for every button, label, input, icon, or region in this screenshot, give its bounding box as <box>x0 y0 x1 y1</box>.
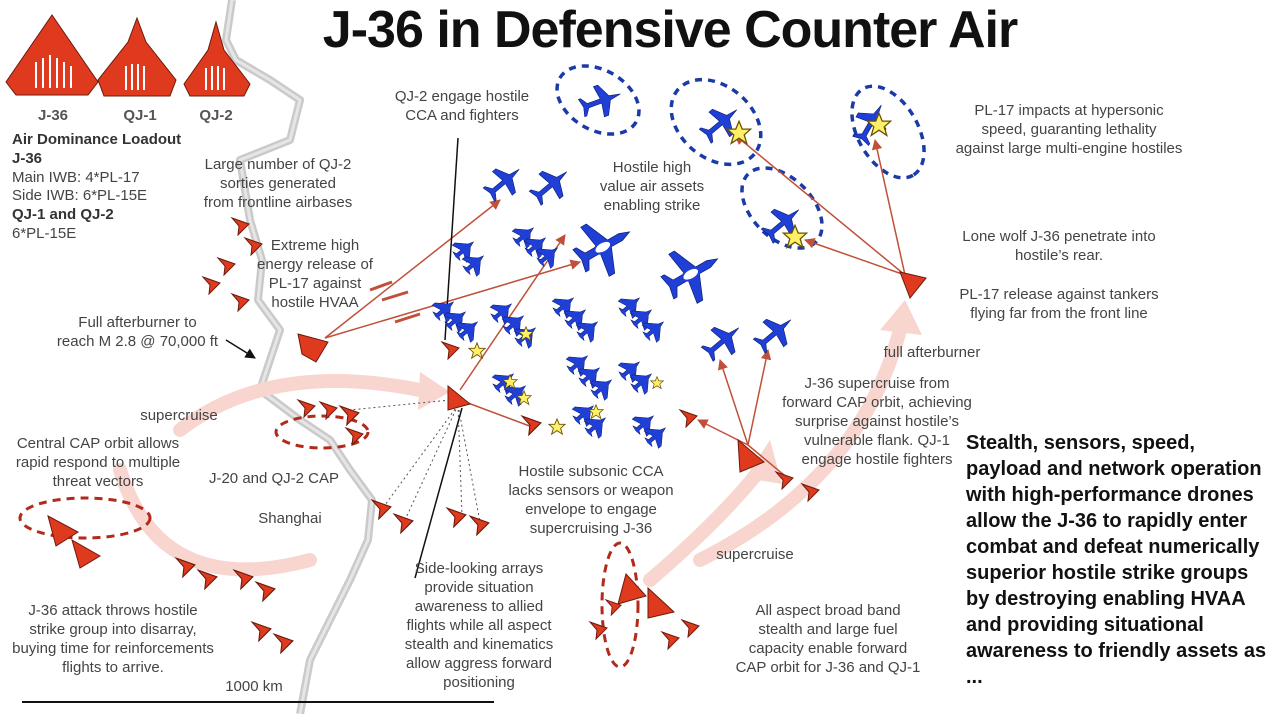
annotation-full-afterburner-right: full afterburner <box>883 344 981 361</box>
annotation-qj2-engage: QJ-2 engage hostile CCA and fighters <box>394 88 530 124</box>
loadout-qj-heading: QJ-1 and QJ-2 <box>12 206 114 223</box>
loadout-side-iwb: Side IWB: 6*PL-15E <box>12 187 148 204</box>
page-title: J-36 in Defensive Counter Air <box>322 1 1018 59</box>
legend-label-qj1: QJ-1 <box>123 107 157 124</box>
annotation-j20-cap: J-20 and QJ-2 CAP <box>208 470 340 487</box>
summary-text: Stealth, sensors, speed, payload and net… <box>966 432 1267 688</box>
loadout-heading: Air Dominance Loadout <box>12 131 182 148</box>
annotation-pl17-impacts: PL-17 impacts at hypersonic speed, guara… <box>955 102 1183 157</box>
annotation-side-arrays: Side-looking arrays provide situation aw… <box>404 560 554 691</box>
annotation-j36-attack: J-36 attack throws hostile strike group … <box>12 602 214 676</box>
flow-arrows <box>113 323 907 587</box>
loadout-j36-heading: J-36 <box>12 150 43 167</box>
annotation-supercruise-right: supercruise <box>716 546 794 563</box>
cap-orbits <box>18 414 640 669</box>
pointer-line <box>414 407 463 579</box>
friendly-j36 <box>47 271 927 619</box>
annotation-extreme-energy: Extreme high energy release of PL-17 aga… <box>257 237 373 311</box>
annotation-hostile-cca: Hostile subsonic CCA lacks sensors or we… <box>508 463 674 537</box>
annotation-lone-wolf: Lone wolf J-36 penetrate into hostile’s … <box>962 228 1156 264</box>
hostile-hvaa <box>564 206 733 314</box>
annotation-pl17-tankers: PL-17 release against tankers flying far… <box>959 286 1159 322</box>
datalink-lines <box>349 399 481 523</box>
annotation-all-aspect: All aspect broad band stealth and large … <box>735 602 921 676</box>
loadout-qj-weapons: 6*PL-15E <box>12 225 77 242</box>
missiles <box>369 280 421 324</box>
map-label-shanghai: Shanghai <box>258 510 322 527</box>
legend-label-qj2: QJ-2 <box>199 107 233 124</box>
scale-label: 1000 km <box>225 678 283 695</box>
annotation-j36-supercruise: J-36 supercruise from forward CAP orbit,… <box>782 375 972 468</box>
annotation-supercruise-left: supercruise <box>140 407 218 424</box>
annotation-hostile-hvaa: Hostile high value air assets enabling s… <box>599 159 705 214</box>
legend-label-j36: J-36 <box>37 107 69 124</box>
legend-icons <box>5 14 251 97</box>
annotation-central-cap: Central CAP orbit allows rapid respond t… <box>15 435 181 490</box>
pointer-line <box>225 339 256 359</box>
annotation-qj2-sorties: Large number of QJ-2 sorties generated f… <box>203 156 353 211</box>
engagement-arrows <box>324 134 906 446</box>
loadout-main-iwb: Main IWB: 4*PL-17 <box>12 169 140 186</box>
annotation-full-afterburner-left: Full afterburner to reach M 2.8 @ 70,000… <box>56 314 219 350</box>
hostile-rings <box>555 64 926 250</box>
hostile-cca <box>428 218 674 452</box>
